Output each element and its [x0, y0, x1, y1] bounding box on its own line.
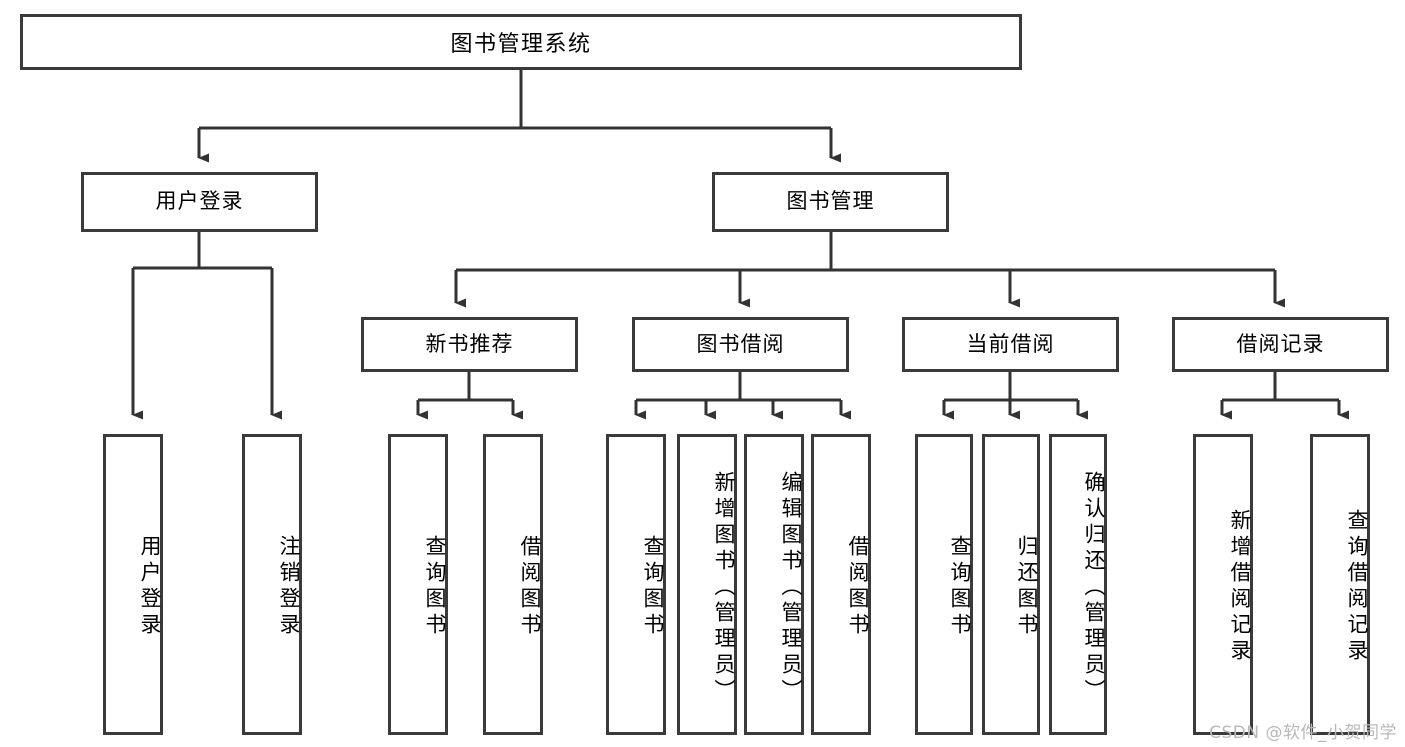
node-leaf-query-record[interactable]: 查询借阅记录: [1310, 434, 1370, 735]
node-leaf-query-book-3[interactable]: 查询图书: [915, 434, 973, 735]
node-leaf-query-book-1[interactable]: 查询图书: [388, 434, 448, 735]
csdn-watermark: CSDN @软件_小贺同学: [1209, 723, 1397, 743]
node-leaf-edit-book-admin[interactable]: 编辑图书（管理员）: [744, 434, 804, 735]
node-root-system[interactable]: 图书管理系统: [20, 14, 1022, 70]
node-user-login[interactable]: 用户登录: [81, 172, 318, 232]
node-leaf-return-book[interactable]: 归还图书: [982, 434, 1040, 735]
node-leaf-query-book-2[interactable]: 查询图书: [606, 434, 666, 735]
node-leaf-borrow-book-2[interactable]: 借阅图书: [811, 434, 871, 735]
node-leaf-add-record[interactable]: 新增借阅记录: [1193, 434, 1253, 735]
node-book-borrow[interactable]: 图书借阅: [632, 317, 849, 372]
node-leaf-borrow-book-1[interactable]: 借阅图书: [483, 434, 543, 735]
node-new-book-recommend[interactable]: 新书推荐: [361, 317, 578, 372]
node-leaf-add-book-admin[interactable]: 新增图书（管理员）: [677, 434, 737, 735]
node-borrow-record[interactable]: 借阅记录: [1172, 317, 1389, 372]
node-leaf-confirm-return-admin[interactable]: 确认归还（管理员）: [1049, 434, 1107, 735]
node-leaf-logout[interactable]: 注销登录: [242, 434, 302, 735]
node-book-manage[interactable]: 图书管理: [712, 172, 949, 232]
node-leaf-user-login[interactable]: 用户登录: [103, 434, 163, 735]
node-current-borrow[interactable]: 当前借阅: [902, 317, 1119, 372]
